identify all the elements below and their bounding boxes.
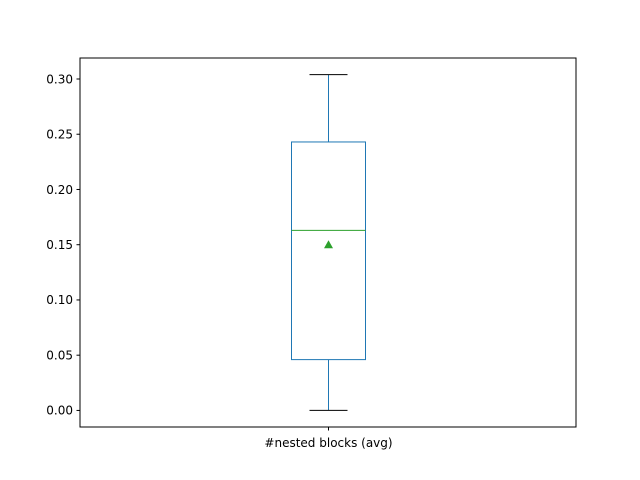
y-tick-label: 0.30: [46, 72, 73, 86]
y-tick-label: 0.25: [46, 128, 73, 142]
y-tick-label: 0.05: [46, 348, 73, 362]
x-axis: #nested blocks (avg): [264, 427, 393, 450]
y-tick-label: 0.10: [46, 293, 73, 307]
y-tick-label: 0.00: [46, 404, 73, 418]
x-tick-label: #nested blocks (avg): [264, 436, 392, 450]
y-tick-label: 0.15: [46, 238, 73, 252]
y-axis: 0.00 0.05 0.10 0.15 0.20 0.25 0.30: [46, 72, 80, 418]
iqr-box: [291, 141, 366, 361]
y-tick-label: 0.20: [46, 183, 73, 197]
mean-marker: [324, 240, 333, 249]
